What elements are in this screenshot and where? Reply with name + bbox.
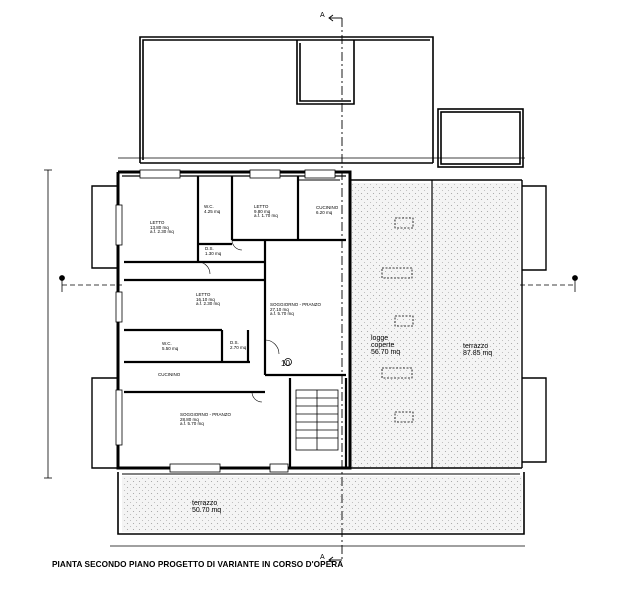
soggiorno-1-height: a.f. 5.70 mq xyxy=(270,311,294,316)
roof-outline xyxy=(139,36,524,168)
soggiorno-1-label: SOGGIORNO - PRANZO 27.10 mq a.f. 5.70 mq xyxy=(270,302,322,317)
terrazzo-south-area: 50.70 mq xyxy=(192,507,222,514)
wc-1-area: 4.25 mq xyxy=(204,208,221,214)
terrazzo-south-name: terrazzo xyxy=(192,500,218,507)
side-balconies xyxy=(91,185,547,469)
wc-1-label: W.C. 4.25 mq xyxy=(204,204,221,214)
terrazzo-south-label: terrazzo 50.70 mq xyxy=(192,500,221,514)
cucinino-2-name: CUCININO xyxy=(158,372,181,377)
letto-1-label: LETTO 13.80 mq a.f. 2.30 mq xyxy=(150,220,174,235)
wc-2-name: W.C. xyxy=(162,341,172,346)
wc-1-name: W.C. xyxy=(204,204,214,209)
cucinino-1-label: CUCININO 6.20 mq xyxy=(316,205,339,215)
terrazzo-east-area: 87.85 mq xyxy=(463,350,493,357)
drawing-caption: PIANTA SECONDO PIANO PROGETTO DI VARIANT… xyxy=(52,560,344,569)
terrazzo-east-hatch xyxy=(432,183,520,468)
logge-hatch xyxy=(350,183,430,468)
cucinino-1-area: 6.20 mq xyxy=(316,209,333,215)
letto-3-label: LETTO 16.10 mq a.f. 2.30 mq xyxy=(196,292,220,307)
windows xyxy=(115,169,336,473)
disimpegno-2-name: D.S. xyxy=(230,340,239,345)
loggia-markers xyxy=(381,217,414,423)
door-swings xyxy=(197,239,280,403)
soggiorno-1-area: 27.10 mq xyxy=(270,306,289,312)
stair xyxy=(284,358,339,451)
letto-3-height: a.f. 2.30 mq xyxy=(196,301,220,306)
logge-name-2: coperte xyxy=(371,342,395,349)
wc-2-label: W.C. 5.50 mq xyxy=(162,341,179,351)
soggiorno-1-name: SOGGIORNO - PRANZO xyxy=(270,302,322,307)
section-marker-bottom: A xyxy=(320,554,325,561)
logge-label: logge coperte 56.70 mq xyxy=(371,335,400,356)
disimpegno-1-name: D.S. xyxy=(205,246,214,251)
soggiorno-2-label: SOGGIORNO - PRANZO 28.80 mq a.f. 5.70 mq xyxy=(180,412,232,427)
logge-name-1: logge xyxy=(371,335,389,342)
disimpegno-2-label: D.S. 2.70 mq xyxy=(230,340,247,350)
letto-3-name: LETTO xyxy=(196,292,211,297)
terrazzo-east-name: terrazzo xyxy=(463,343,489,350)
wc-2-area: 5.50 mq xyxy=(162,345,179,351)
dimension-lines xyxy=(44,157,578,547)
soggiorno-2-area: 28.80 mq xyxy=(180,416,199,422)
cucinino-2-label: CUCININO xyxy=(158,372,181,378)
letto-2-name: LETTO xyxy=(254,204,269,209)
stair-number: 10 xyxy=(281,359,290,368)
terrazzo-south-hatch xyxy=(122,476,522,532)
letto-2-label: LETTO 9.80 mq a.f. 1.70 mq xyxy=(254,204,278,219)
disimpegno-2-area: 2.70 mq xyxy=(230,344,247,350)
disimpegno-1-label: D.S. 1.30 mq xyxy=(205,246,222,256)
interior-walls xyxy=(124,176,348,468)
letto-1-name: LETTO xyxy=(150,220,165,225)
logge-area: 56.70 mq xyxy=(371,349,401,356)
disimpegno-1-area: 1.30 mq xyxy=(205,250,222,256)
soggiorno-2-name: SOGGIORNO - PRANZO xyxy=(180,412,232,417)
terrazzo-east-label: terrazzo 87.85 mq xyxy=(463,343,492,357)
letto-2-height: a.f. 1.70 mq xyxy=(254,213,278,218)
letto-1-area: 13.80 mq xyxy=(150,224,169,230)
letto-1-height: a.f. 2.30 mq xyxy=(150,229,174,234)
hatched-outdoor-areas xyxy=(122,183,522,532)
section-cut-line xyxy=(328,14,343,564)
cucinino-1-name: CUCININO xyxy=(316,205,339,210)
section-marker-top: A xyxy=(320,12,325,19)
letto-2-area: 9.80 mq xyxy=(254,208,271,214)
letto-3-area: 16.10 mq xyxy=(196,296,215,302)
soggiorno-2-height: a.f. 5.70 mq xyxy=(180,421,204,426)
